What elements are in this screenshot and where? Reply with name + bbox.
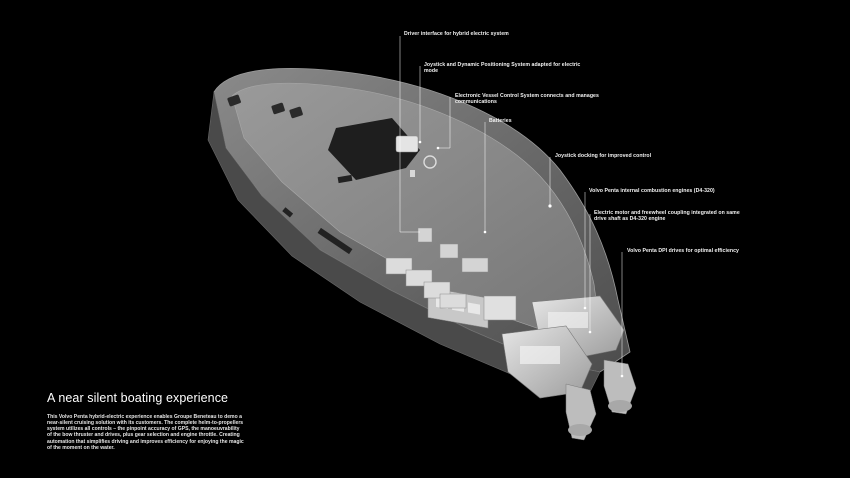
cockpit-opening (328, 118, 420, 180)
battery-cluster-mid (417, 227, 489, 273)
bow-window-1 (227, 94, 241, 107)
leader-evc (438, 97, 451, 149)
bow-window-3 (289, 106, 303, 119)
callout-driver-interface: Driver interface for hybrid electric sys… (404, 31, 509, 37)
callout-joystick-docking: Joystick docking for improved control (555, 153, 652, 159)
deck (231, 82, 601, 337)
leader-dots (418, 140, 624, 378)
joystick-unit (410, 170, 415, 177)
callout-ice-engines: Volvo Penta internal combustion engines … (589, 188, 715, 194)
body-text: This Volvo Penta hybrid-electric experie… (47, 414, 244, 451)
dpi-drive-starboard (603, 359, 637, 415)
steering-wheel (423, 155, 437, 169)
callout-joystick-dps: Joystick and Dynamic Positioning System … (424, 62, 581, 75)
bow-window-2 (271, 102, 285, 115)
callout-dpi-drives: Volvo Penta DPI drives for optimal effic… (627, 248, 739, 254)
hull-side (207, 91, 601, 393)
leader-driver-interface (399, 36, 420, 233)
callout-batteries: Batteries (489, 118, 512, 124)
headline: A near silent boating experience (47, 391, 229, 405)
side-window-1 (282, 207, 294, 218)
dpi-drive-port (565, 383, 597, 441)
battery-cluster-rear (385, 257, 517, 321)
callout-electric-motor: Electric motor and freewheel coupling in… (594, 210, 740, 223)
side-window-2 (317, 227, 353, 255)
helm-console (395, 135, 419, 153)
leader-lines (399, 36, 623, 376)
callout-evc: Electronic Vessel Control System connect… (455, 93, 599, 106)
side-window-3 (337, 174, 353, 184)
